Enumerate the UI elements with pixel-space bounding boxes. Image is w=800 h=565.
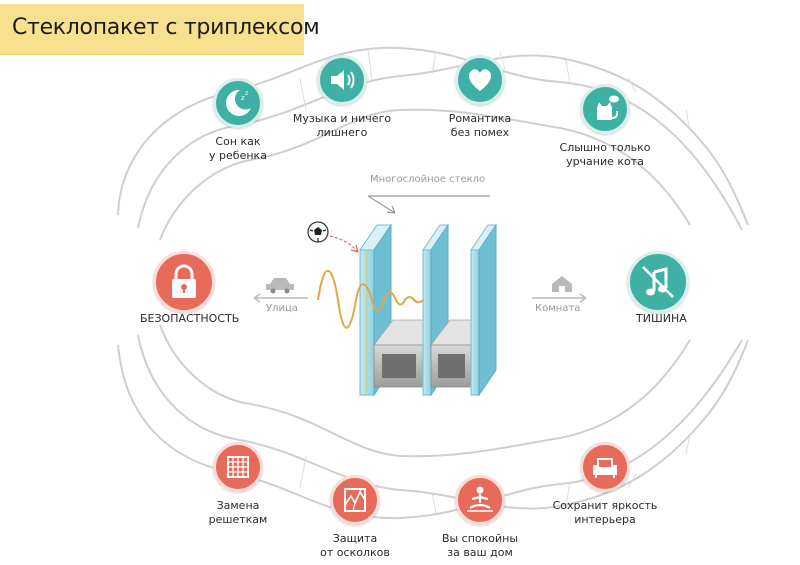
benefit-shards: Защита от осколков bbox=[285, 475, 425, 560]
title-banner: Стеклопакет с триплексом bbox=[0, 4, 320, 55]
shattered-glass-icon bbox=[330, 475, 380, 525]
room-label: Комната bbox=[535, 303, 581, 314]
spacer-frame-2 bbox=[430, 319, 491, 388]
soccer-ball-icon bbox=[307, 221, 329, 243]
benefit-cat: Слышно только урчание кота bbox=[535, 84, 675, 169]
dna-upper-rung-4 bbox=[499, 51, 506, 71]
benefit-bars-label: Замена решеткам bbox=[208, 499, 268, 526]
page-title: Стеклопакет с триплексом bbox=[12, 15, 320, 40]
cat-icon bbox=[580, 84, 630, 134]
dna-lower-rung-3 bbox=[431, 491, 437, 515]
dna-lower-rung-5 bbox=[565, 481, 571, 507]
glass-caption: Многослойное стекло bbox=[370, 174, 486, 185]
dna-lower-strand-c bbox=[159, 324, 691, 458]
dna-upper-rung-1 bbox=[299, 77, 307, 111]
benefit-cat-label: Слышно только урчание кота bbox=[559, 141, 651, 168]
dna-upper-strand-a bbox=[117, 46, 743, 231]
triple-glass-unit bbox=[307, 195, 497, 397]
benefit-sleep-label: Сон как у ребенка bbox=[209, 135, 267, 162]
silence-label: ТИШИНА bbox=[636, 312, 687, 325]
speaker-icon bbox=[317, 55, 367, 105]
heart-icon bbox=[455, 55, 505, 105]
benefit-romance: Романтика без помех bbox=[410, 55, 550, 140]
dna-upper-rung-5 bbox=[565, 59, 571, 85]
moon-sleep-icon: z z bbox=[213, 78, 263, 128]
dna-upper-strand-c bbox=[159, 108, 691, 241]
meditation-icon bbox=[455, 475, 505, 525]
dna-lower-strand-a bbox=[117, 339, 743, 520]
ball-trajectory bbox=[329, 235, 359, 253]
dna-upper-rung-2 bbox=[367, 49, 373, 81]
dna-upper-rung-7 bbox=[685, 109, 691, 131]
benefit-bars: Замена решеткам bbox=[168, 442, 308, 527]
svg-text:z: z bbox=[245, 90, 248, 97]
dna-lower-rung-1 bbox=[299, 455, 307, 489]
benefit-music: Музыка и ничего лишнего bbox=[272, 55, 412, 140]
benefit-calm: Вы спокойны за ваш дом bbox=[410, 475, 550, 560]
glass-caption-arrow bbox=[367, 195, 490, 214]
street-label: Улица bbox=[266, 303, 298, 314]
dna-upper-rung-3 bbox=[431, 51, 437, 75]
benefit-romance-label: Романтика без помех bbox=[448, 112, 512, 139]
benefit-sleep: z z Сон как у ребенка bbox=[168, 78, 308, 163]
armchair-icon bbox=[580, 442, 630, 492]
glass-pane-inner bbox=[470, 223, 497, 397]
benefit-shards-label: Защита от осколков bbox=[320, 532, 390, 559]
svg-text:z: z bbox=[241, 94, 245, 102]
dna-upper-rung-6 bbox=[627, 77, 637, 93]
glass-pane-outer bbox=[359, 223, 392, 397]
benefit-colors-label: Сохранит яркость интерьера bbox=[552, 499, 658, 526]
dna-lower-rung-6 bbox=[627, 473, 637, 489]
benefit-calm-label: Вы спокойны за ваш дом bbox=[441, 532, 519, 559]
room-house-icon bbox=[532, 276, 587, 303]
security-label: БЕЗОПАСТНОСТЬ bbox=[140, 312, 240, 325]
padlock-icon bbox=[153, 251, 215, 313]
sound-wave bbox=[317, 269, 424, 329]
benefit-music-label: Музыка и ничего лишнего bbox=[292, 112, 392, 139]
street-car-icon bbox=[253, 278, 308, 303]
muted-note-icon bbox=[627, 251, 689, 313]
dna-lower-rung-7 bbox=[685, 433, 691, 455]
benefit-colors: Сохранит яркость интерьера bbox=[535, 442, 675, 527]
grid-bars-icon bbox=[213, 442, 263, 492]
